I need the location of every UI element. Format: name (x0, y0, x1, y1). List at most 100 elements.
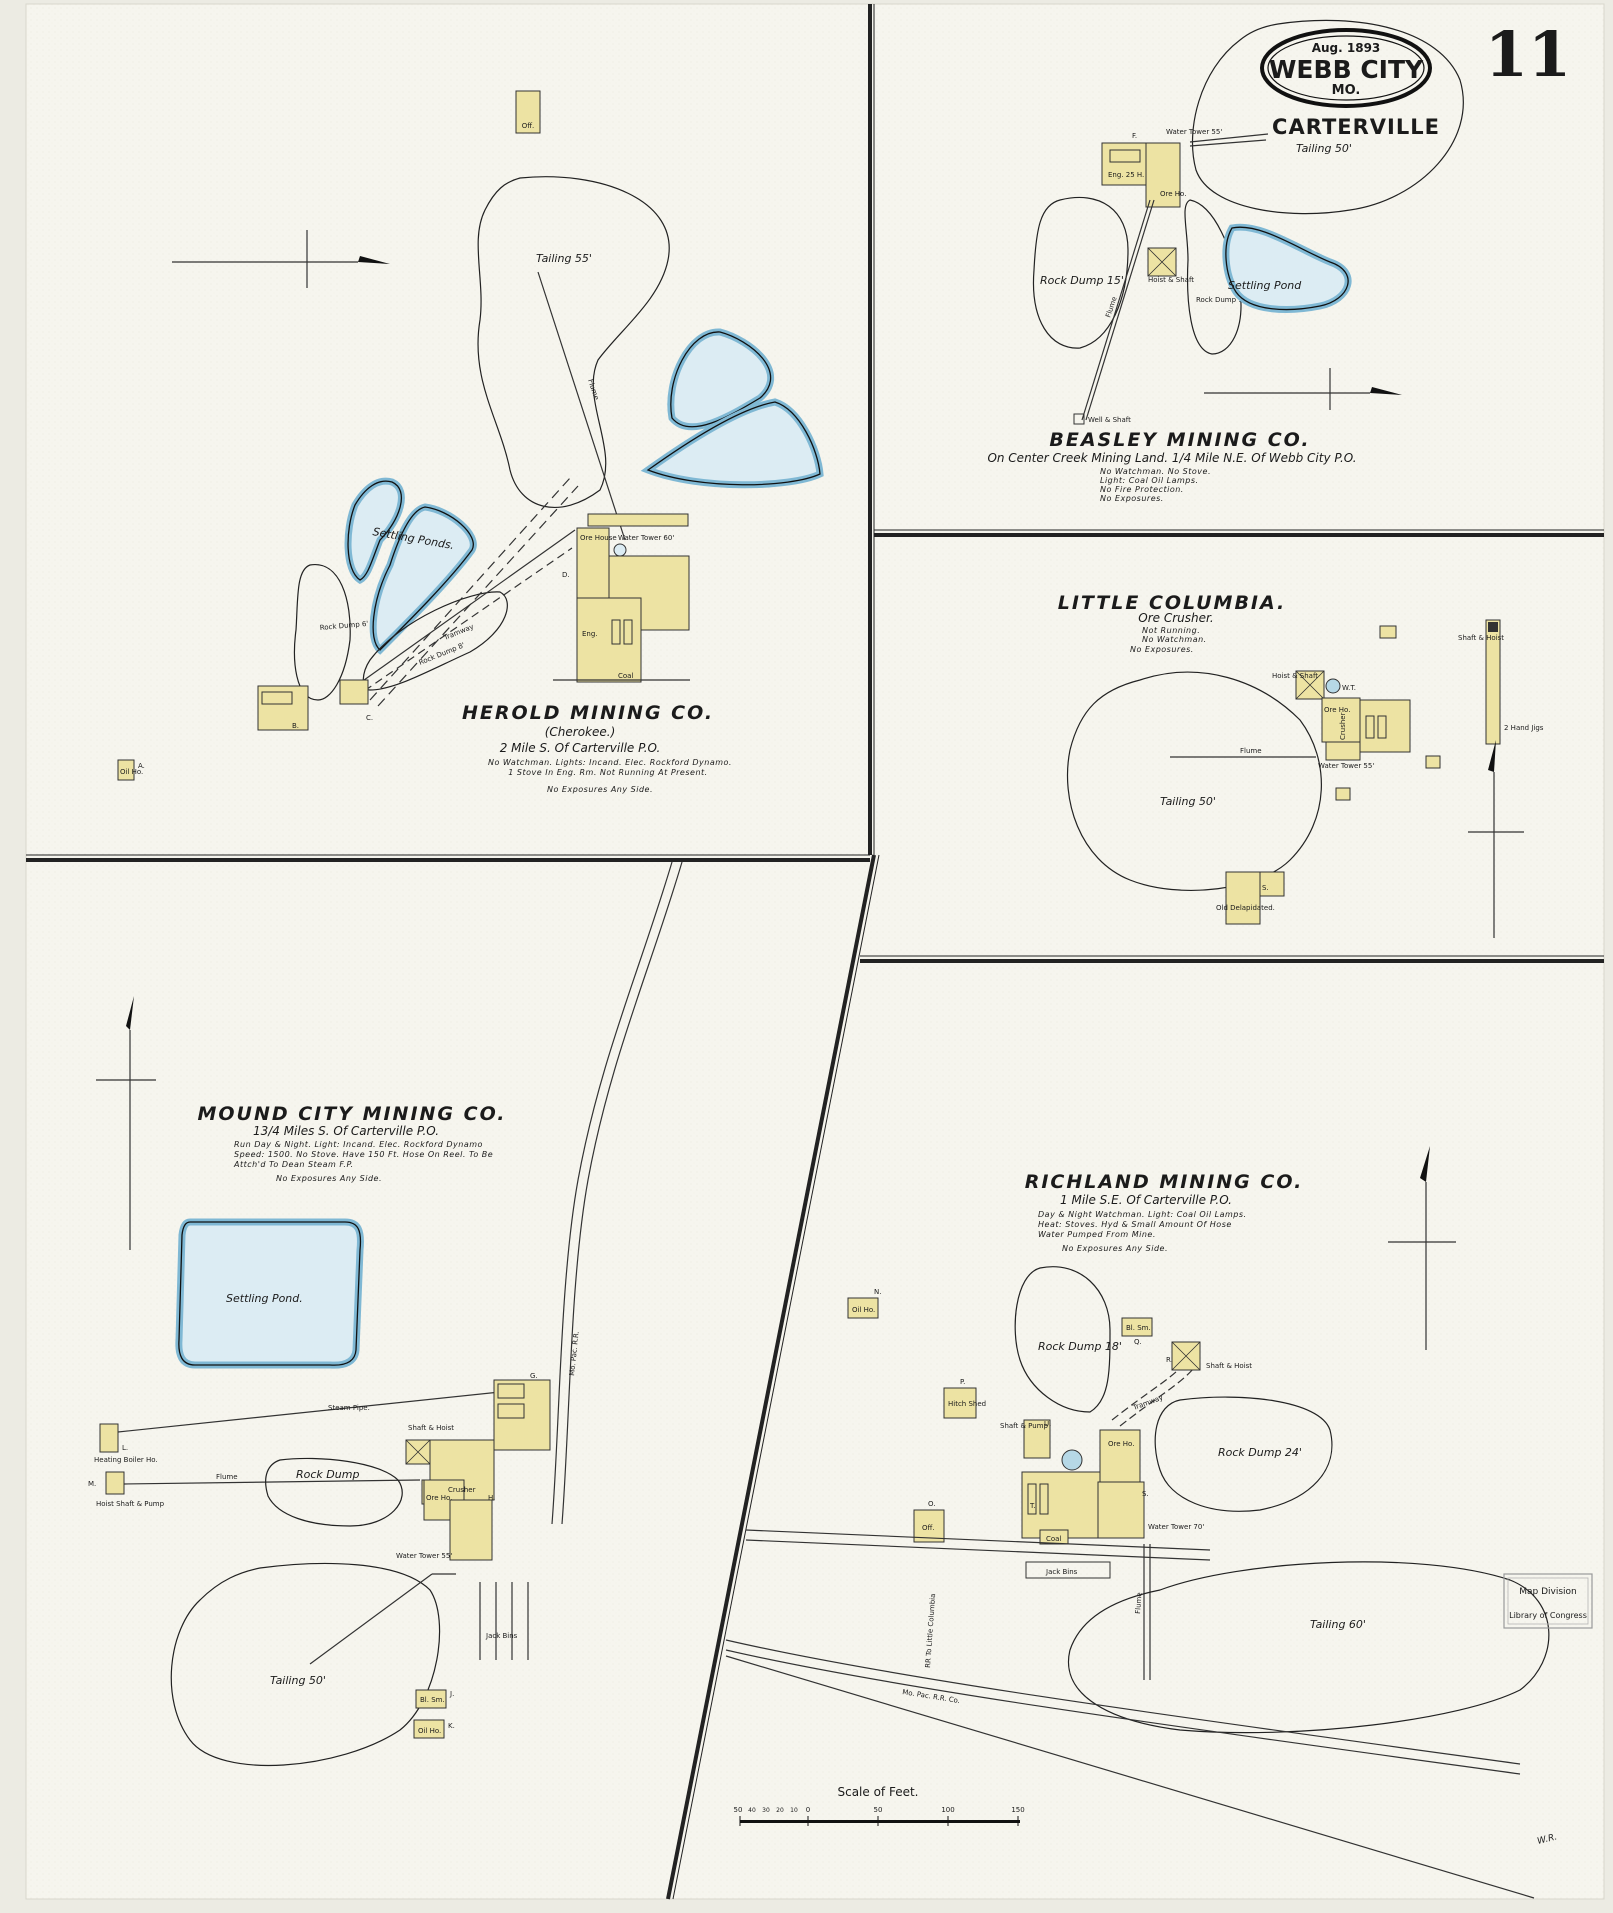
richland-letter-n: N. (874, 1288, 881, 1296)
richland-oilho-label: Oil Ho. (852, 1306, 875, 1314)
richland-note-3: Water Pumped From Mine. (1038, 1230, 1156, 1239)
herold-coal-label: Coal (618, 672, 633, 680)
richland-flume-label: Flume (1134, 1592, 1143, 1614)
herold-pond-1-edge (670, 331, 772, 428)
sheet-state: MO. (1332, 83, 1361, 98)
columbia-old-building (1225, 871, 1261, 925)
beasley-letter-f: F. (1132, 132, 1137, 140)
herold-water-tower (613, 543, 627, 557)
mound-ore-ho-label: Ore Ho. (426, 1494, 452, 1502)
richland-hitch-shed (943, 1387, 977, 1419)
stamp-line-2: Library of Congress (1509, 1611, 1587, 1620)
mound-letter-j: J. (449, 1690, 454, 1698)
beasley-note-4: No Exposures. (1100, 494, 1164, 503)
richland-shaft-pump (1023, 1419, 1051, 1459)
columbia-shaft-strip (1485, 619, 1501, 745)
beasley-location: On Center Creek Mining Land. 1/4 Mile N.… (987, 451, 1356, 465)
mound-note-1: Run Day & Night. Light: Incand. Elec. Ro… (234, 1140, 483, 1149)
mound-crusher-label: Crusher (448, 1486, 476, 1494)
mound-rock-dump-label: Rock Dump (296, 1468, 359, 1481)
draftsman-signature: W.R. (1536, 1832, 1558, 1847)
beasley-note-1: No Watchman. No Stove. (1100, 467, 1211, 476)
beasley-settling-pond-edge (1225, 226, 1349, 311)
beasley-ore-house (1145, 142, 1181, 208)
richland-rock-dump-a-label: Rock Dump 18' (1038, 1340, 1122, 1353)
richland-letter-s: S. (1142, 1490, 1149, 1498)
mound-letter-k: K. (448, 1722, 455, 1730)
herold-company-alias: (Cherokee.) (545, 725, 616, 739)
compass-rose-richland (1388, 1146, 1456, 1350)
mound-oil-house (413, 1719, 445, 1739)
mound-tailing-label: Tailing 50' (270, 1674, 326, 1687)
richland-rock-dump-b-label: Rock Dump 24' (1218, 1446, 1302, 1459)
columbia-note-3: No Exposures. (1130, 645, 1194, 654)
columbia-water-tower (1325, 678, 1341, 694)
scale-tick-8: 150 (1011, 1806, 1024, 1814)
richland-hoist-label: Shaft & Hoist (1206, 1362, 1252, 1370)
mound-company-name: MOUND CITY MINING CO. (197, 1103, 506, 1125)
richland-coal-bin (1039, 1529, 1069, 1545)
beasley-company-name: BEASLEY MINING CO. (1049, 429, 1310, 451)
columbia-crusher-label: Crusher (1339, 712, 1347, 740)
beasley-note-3: No Fire Protection. (1100, 485, 1184, 494)
herold-oil-ho-label: Oil Ho. (120, 768, 143, 776)
herold-tailing-label: Tailing 55' (536, 252, 592, 265)
mound-settling-pond-label: Settling Pond. (226, 1292, 303, 1305)
richland-tailing-label: Tailing 60' (1310, 1618, 1366, 1631)
richland-note-2: Heat: Stoves. Hyd & Small Amount Of Hose (1038, 1220, 1232, 1229)
columbia-ore-ho-label: Ore Ho. (1324, 706, 1350, 714)
richland-jack-bins (1025, 1561, 1111, 1579)
mound-settling-pond-edge (178, 1221, 362, 1366)
sheet-district: CARTERVILLE (1272, 115, 1440, 139)
mound-city-panel: MOUND CITY MINING CO. 13/4 Miles S. Of C… (88, 861, 683, 1767)
compass-rose-columbia (1468, 740, 1524, 938)
richland-hitch-label: Hitch Shed (948, 1400, 986, 1408)
map-area (25, 3, 1605, 1900)
richland-note-4: No Exposures Any Side. (1062, 1244, 1168, 1253)
sheet-date: Aug. 1893 (1312, 41, 1381, 55)
richland-jack-bins-label: Jack Bins (1045, 1568, 1078, 1576)
library-stamp: Map Division Library of Congress (1503, 1573, 1593, 1629)
richland-note-1: Day & Night Watchman. Light: Coal Oil La… (1038, 1210, 1247, 1219)
herold-note-2: 1 Stove In Eng. Rm. Not Running At Prese… (508, 768, 707, 777)
beasley-hoist-label: Hoist & Shaft (1148, 276, 1194, 284)
mound-note-3: Attch'd To Dean Steam F.P. (233, 1160, 354, 1169)
herold-letter-c: C. (366, 714, 373, 722)
scale-tick-1: 40 (748, 1807, 756, 1814)
mound-jig-house (449, 1499, 493, 1561)
mound-blsm-label: Bl. Sm. (420, 1696, 445, 1704)
richland-letter-r: R. (1166, 1356, 1173, 1364)
title-cartouche: Aug. 1893 WEBB CITY MO. CARTERVILLE (1260, 28, 1440, 139)
columbia-small-shed-1 (1379, 625, 1397, 639)
sheet-number: 11 (1485, 18, 1571, 91)
herold-office (515, 90, 541, 134)
mound-oilho-label: Oil Ho. (418, 1727, 441, 1735)
herold-rock-dump-bin (587, 513, 689, 527)
herold-note-1: No Watchman. Lights: Incand. Elec. Rockf… (488, 758, 732, 767)
scale-label: Scale of Feet. (837, 1785, 918, 1799)
herold-location: 2 Mile S. Of Carterville P.O. (500, 741, 661, 755)
stamp-line-1: Map Division (1519, 1587, 1577, 1597)
beasley-eng-label: Eng. 25 H. (1108, 171, 1144, 179)
richland-company-name: RICHLAND MINING CO. (1025, 1171, 1304, 1193)
columbia-name: LITTLE COLUMBIA. (1058, 592, 1287, 614)
mound-flume-label: Flume (216, 1473, 238, 1481)
herold-off-label: Off. (522, 122, 535, 130)
mound-letter-l: L. (122, 1444, 128, 1452)
herold-pond-2-edge (646, 401, 821, 486)
richland-oil-house (847, 1297, 879, 1319)
herold-letter-a: A. (138, 762, 145, 770)
scale-tick-5: 0 (806, 1806, 810, 1814)
scale-tick-7: 100 (941, 1806, 954, 1814)
columbia-flume-label: Flume (1240, 747, 1262, 755)
herold-mining-panel: Off. Tailing 55' Flume Settling Ponds. R… (117, 90, 824, 794)
columbia-small-shed-3 (1335, 787, 1351, 801)
mound-hoist-label: Shaft & Hoist (408, 1424, 454, 1432)
richland-location: 1 Mile S.E. Of Carterville P.O. (1060, 1193, 1232, 1207)
beasley-well-label: Well & Shaft (1088, 416, 1131, 424)
herold-company-name: HEROLD MINING CO. (462, 702, 714, 724)
mound-railroad (551, 861, 673, 1525)
mound-tailing (170, 1562, 441, 1767)
sheet-city: WEBB CITY (1269, 55, 1424, 84)
